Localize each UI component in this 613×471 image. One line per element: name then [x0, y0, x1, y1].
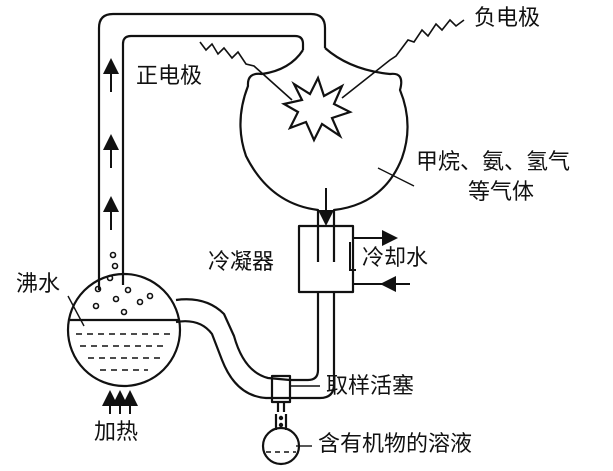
- boiling-flask: [66, 272, 182, 388]
- cooling-water-arrows: [349, 230, 410, 292]
- heating-arrows: [102, 390, 138, 414]
- boiling-water-label: 沸水: [16, 272, 61, 297]
- gas-flask: [239, 47, 409, 262]
- spark-icon: [280, 75, 353, 143]
- drips: [278, 415, 284, 428]
- positive-electrode-label: 正电极: [136, 64, 203, 89]
- descending-tube-right: [290, 292, 336, 400]
- negative-electrode-label: 负电极: [474, 6, 541, 31]
- leader-lines: [67, 167, 415, 447]
- heating-label: 加热: [94, 420, 139, 445]
- sampling-stopcock-label: 取样活塞: [326, 374, 415, 399]
- gases-label-line1: 甲烷、氨、氢气: [416, 150, 571, 175]
- gases-label-line2: 等气体: [468, 180, 535, 205]
- lower-tube-bottom: [175, 320, 290, 400]
- stopcock-body: [270, 374, 292, 404]
- upper-tube-inner: [121, 34, 305, 285]
- collection-flask: [261, 426, 301, 466]
- positive-electrode-wire: [199, 41, 293, 101]
- vapor-bubbles: [92, 251, 154, 316]
- descending-tube-left: [290, 292, 320, 382]
- lower-tube-top: [175, 298, 291, 382]
- condenser-label: 冷凝器: [208, 250, 275, 275]
- negative-electrode-wire: [341, 18, 465, 99]
- upper-tube-outer: [97, 12, 327, 290]
- organic-solution-label: 含有机物的溶液: [318, 432, 473, 457]
- cooling-water-label: 冷却水: [362, 246, 429, 271]
- stopcock-stem: [276, 402, 286, 412]
- condenser-jacket: [297, 224, 355, 294]
- water-hatching: [76, 333, 172, 371]
